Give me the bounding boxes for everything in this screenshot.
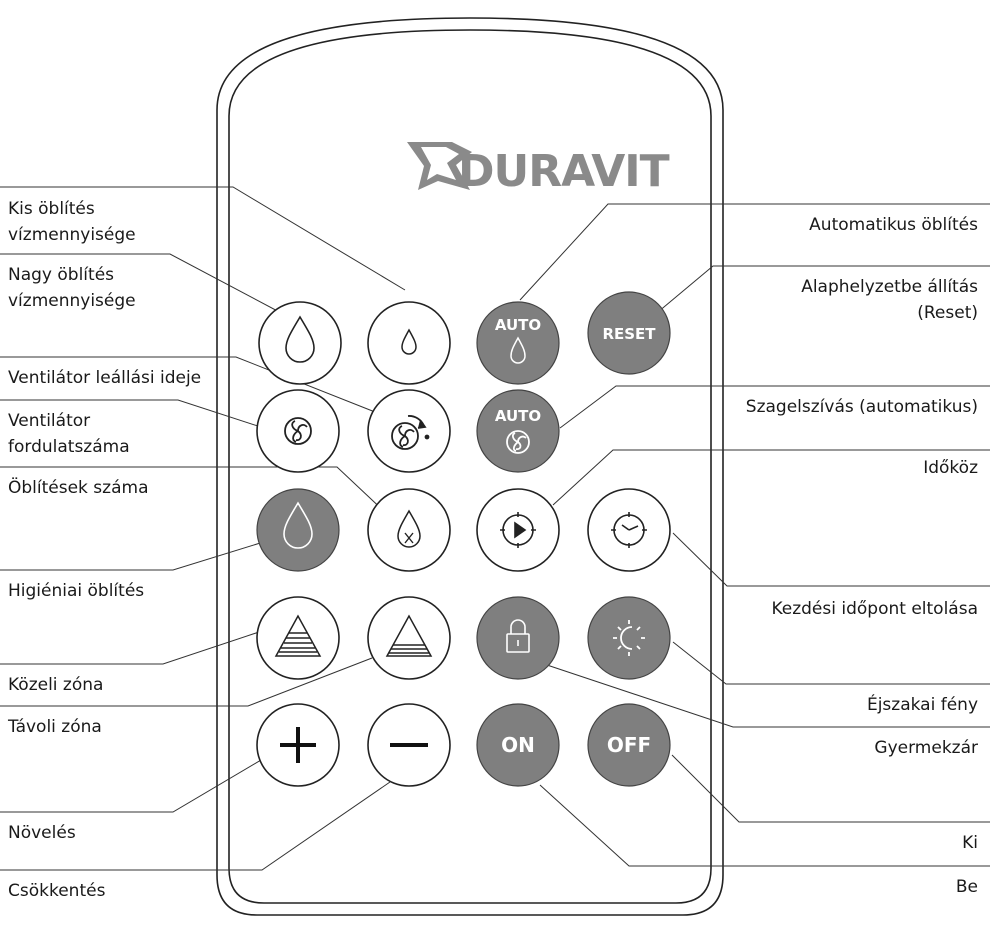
brand-wordmark: DURAVIT: [458, 146, 670, 197]
far-zone-icon: [385, 614, 433, 657]
interval-clock-icon: [500, 512, 536, 548]
clock-icon: [611, 512, 647, 548]
near-zone-button[interactable]: [256, 596, 340, 680]
label-hygiene-flush: Higiéniai öblítés: [8, 581, 145, 601]
reset-button[interactable]: RESET: [587, 291, 671, 375]
label-reset: Alaphelyzetbe állítás (Reset): [801, 274, 978, 326]
label-near-zone: Közeli zóna: [8, 675, 104, 695]
on-label: ON: [501, 733, 535, 757]
fan-runon-button[interactable]: [367, 389, 451, 473]
auto-flush-label: AUTO: [495, 316, 541, 334]
increase-button[interactable]: [256, 703, 340, 787]
label-interval: Időköz: [923, 458, 978, 478]
decrease-button[interactable]: [367, 703, 451, 787]
fan-speed-button[interactable]: [256, 389, 340, 473]
fan-icon: [284, 417, 312, 445]
label-night-light: Éjszakai fény: [866, 695, 978, 715]
label-far-zone: Távoli zóna: [8, 717, 102, 737]
label-fan-speed: Ventilátor fordulatszáma: [8, 408, 130, 460]
auto-odour-button[interactable]: AUTO: [476, 389, 560, 473]
label-line: (Reset): [917, 303, 978, 323]
far-zone-button[interactable]: [367, 596, 451, 680]
label-line: Kis öblítés: [8, 199, 95, 219]
off-label: OFF: [607, 733, 651, 757]
multiply-icon: [404, 532, 414, 544]
label-increase: Növelés: [8, 823, 76, 843]
label-fan-runon-time: Ventilátor leállási ideje: [8, 368, 202, 388]
fan-timer-icon: [391, 415, 430, 450]
duravit-logo: DURAVIT: [407, 142, 671, 197]
label-off: Ki: [962, 833, 978, 853]
auto-drop-icon: [510, 336, 526, 364]
label-line: Ventilátor: [8, 411, 91, 431]
hygiene-drop-icon: [283, 501, 313, 549]
sun-icon: [613, 620, 645, 656]
on-button[interactable]: ON: [476, 703, 560, 787]
start-delay-button[interactable]: [587, 488, 671, 572]
off-button[interactable]: OFF: [587, 703, 671, 787]
label-child-lock: Gyermekzár: [874, 738, 978, 758]
lock-icon: [506, 619, 530, 653]
label-on: Be: [955, 877, 978, 897]
label-decrease: Csökkentés: [8, 881, 106, 901]
label-line: vízmennyisége: [8, 291, 136, 311]
label-line: Alaphelyzetbe állítás: [801, 277, 978, 297]
auto-odour-label: AUTO: [495, 407, 541, 425]
child-lock-button[interactable]: [476, 596, 560, 680]
small-flush-button[interactable]: [367, 301, 451, 385]
hygiene-flush-button[interactable]: [256, 488, 340, 572]
label-flush-count: Öblítések száma: [8, 478, 149, 498]
near-zone-icon: [274, 614, 322, 657]
large-flush-button[interactable]: [258, 301, 342, 385]
label-line: Nagy öblítés: [8, 265, 115, 285]
auto-flush-button[interactable]: AUTO: [476, 301, 560, 385]
remote-body: [216, 17, 724, 916]
plus-icon: [280, 727, 316, 763]
reset-label: RESET: [602, 325, 656, 343]
label-start-time-shift: Kezdési időpont eltolása: [771, 599, 978, 619]
large-drop-icon: [285, 315, 315, 363]
night-light-button[interactable]: [587, 596, 671, 680]
label-automatic-flush: Automatikus öblítés: [809, 215, 978, 235]
label-line: vízmennyisége: [8, 225, 136, 245]
label-line: fordulatszáma: [8, 437, 130, 457]
small-drop-icon: [401, 328, 417, 355]
flush-count-button[interactable]: [367, 488, 451, 572]
label-large-flush-volume: Nagy öblítés vízmennyisége: [8, 262, 136, 314]
label-odour-extraction: Szagelszívás (automatikus): [745, 397, 978, 417]
label-small-flush-volume: Kis öblítés vízmennyisége: [8, 196, 136, 248]
drop-count-icon: [397, 509, 421, 548]
auto-fan-icon: [506, 430, 530, 454]
interval-button[interactable]: [476, 488, 560, 572]
leader-lines: [0, 186, 990, 871]
